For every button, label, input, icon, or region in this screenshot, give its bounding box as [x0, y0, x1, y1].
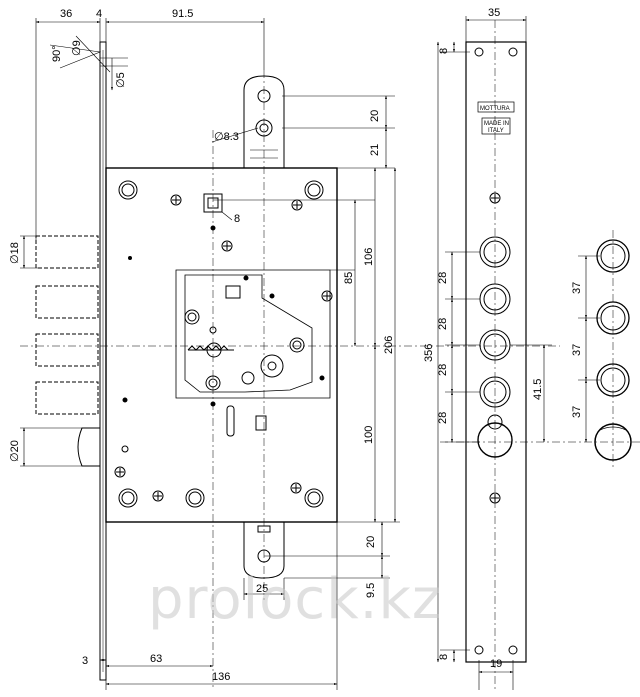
dim-37-c: 37 [571, 406, 583, 418]
dim-28-d: 28 [437, 412, 449, 424]
dim-37-a: 37 [571, 282, 583, 294]
dim-35: 35 [488, 7, 500, 19]
dim-85: 85 [343, 272, 355, 284]
side-bolts [35, 235, 99, 415]
dim-36: 36 [60, 8, 72, 20]
dim-8-bottom: 8 [438, 654, 450, 660]
lock-faceplate [99, 41, 107, 681]
dim-square-8: 8 [234, 213, 240, 225]
dim-21: 21 [369, 144, 381, 156]
dim-20-bottom: 20 [365, 536, 377, 548]
dim-20-top: 20 [369, 110, 381, 122]
dim-25: 25 [256, 583, 268, 595]
dim-d9: ∅9 [71, 40, 83, 56]
plate-origin-line1: MADE IN [484, 121, 509, 127]
dimension-lines [20, 16, 600, 690]
dim-106: 106 [363, 248, 375, 266]
plate-origin-line2: ITALY [488, 128, 504, 134]
dim-37-b: 37 [571, 344, 583, 356]
front-plate [465, 41, 527, 663]
dim-4: 4 [96, 8, 102, 20]
dim-19: 19 [490, 658, 502, 670]
dim-d5: ∅5 [115, 72, 127, 88]
dim-28-c: 28 [437, 364, 449, 376]
dim-angle-90: 90° [51, 45, 63, 62]
dim-8-top: 8 [438, 48, 450, 54]
dim-28-b: 28 [437, 318, 449, 330]
dim-206: 206 [383, 336, 395, 354]
dim-d8-3: ∅8.3 [214, 131, 239, 143]
watermark: prolock.kz [148, 567, 442, 632]
dim-91-5: 91.5 [172, 8, 193, 20]
dim-136: 136 [212, 671, 230, 683]
dim-d20: ∅20 [9, 440, 21, 462]
dim-28-a: 28 [437, 272, 449, 284]
dim-100: 100 [363, 426, 375, 444]
lock-case [105, 167, 338, 523]
dim-41-5: 41.5 [532, 379, 544, 400]
dim-9-5: 9.5 [365, 583, 377, 598]
plate-brand: MOTTURA [480, 106, 510, 112]
dim-356: 356 [423, 344, 435, 362]
dim-63: 63 [150, 653, 162, 665]
latch-bolt [77, 427, 101, 467]
dimension-labels: 36 4 91.5 90° ∅9 ∅5 20 ∅8.3 21 8 ∅18 85 … [9, 7, 583, 683]
dim-3: 3 [82, 655, 88, 667]
dim-d18: ∅18 [9, 242, 21, 264]
